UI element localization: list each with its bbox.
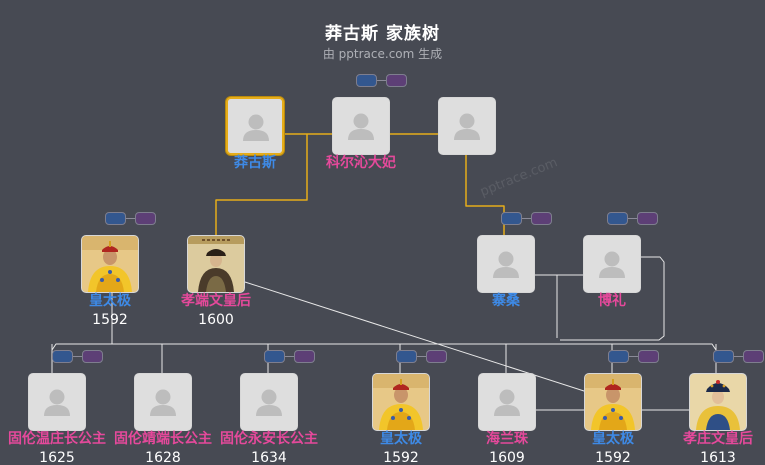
relation-line [244,281,613,401]
expand-spouse-button[interactable] [135,212,156,225]
person-name[interactable]: 海兰珠 [486,431,528,447]
expand-spouse-button[interactable] [82,350,103,363]
birth-year: 1634 [251,450,287,465]
birth-year: 1625 [39,450,75,465]
portrait-photo [373,374,429,430]
relation-line [560,256,665,341]
person-card[interactable] [28,373,86,431]
relation-line [51,343,112,351]
person-name[interactable]: 固伦靖端长公主 [114,431,212,447]
person-card[interactable] [134,373,192,431]
expand-parents-button[interactable] [396,350,417,363]
avatar-placeholder-icon [333,98,389,154]
person-card[interactable] [226,97,284,155]
birth-year: 1592 [92,312,128,328]
portrait-photo [585,374,641,430]
person-name[interactable]: 皇太极 [89,293,131,309]
avatar-placeholder-icon [228,99,282,153]
expand-spouse-button[interactable] [294,350,315,363]
person-name[interactable]: 固伦温庄长公主 [8,431,106,447]
person-card[interactable] [477,235,535,293]
person-card[interactable] [584,373,642,431]
expand-spouse-button[interactable] [426,350,447,363]
expand-parents-button[interactable] [713,350,734,363]
expand-parents-button[interactable] [105,212,126,225]
lineage-line [215,134,308,235]
person-card[interactable] [240,373,298,431]
expand-parents-button[interactable] [52,350,73,363]
birth-year: 1592 [383,450,419,465]
person-card[interactable] [81,235,139,293]
birth-year: 1609 [489,450,525,465]
expand-spouse-button[interactable] [743,350,764,363]
birth-year: 1600 [198,312,234,328]
expand-parents-button[interactable] [264,350,285,363]
avatar-placeholder-icon [439,98,495,154]
sibling-bar [111,293,717,351]
expand-spouse-button[interactable] [386,74,407,87]
person-card[interactable] [372,373,430,431]
person-card[interactable] [187,235,245,293]
expand-spouse-button[interactable] [637,212,658,225]
avatar-placeholder-icon [29,374,85,430]
portrait-photo [188,236,244,292]
person-name[interactable]: 博礼 [598,293,626,309]
person-name[interactable]: 科尔沁大妃 [326,155,396,171]
expand-parents-button[interactable] [501,212,522,225]
avatar-placeholder-icon [241,374,297,430]
birth-year: 1592 [595,450,631,465]
person-card[interactable] [689,373,747,431]
person-name[interactable]: 皇太极 [592,431,634,447]
person-name[interactable]: 固伦永安长公主 [220,431,318,447]
expand-spouse-button[interactable] [531,212,552,225]
avatar-placeholder-icon [479,374,535,430]
person-name[interactable]: 寨桑 [492,293,520,309]
person-card[interactable] [583,235,641,293]
expand-spouse-button[interactable] [638,350,659,363]
person-name[interactable]: 皇太极 [380,431,422,447]
person-name[interactable]: 莽古斯 [234,155,276,171]
portrait-photo [690,374,746,430]
avatar-placeholder-icon [135,374,191,430]
avatar-placeholder-icon [584,236,640,292]
portrait-photo [82,236,138,292]
person-card[interactable] [332,97,390,155]
expand-parents-button[interactable] [356,74,377,87]
expand-parents-button[interactable] [607,212,628,225]
person-name[interactable]: 孝庄文皇后 [683,431,753,447]
avatar-placeholder-icon [478,236,534,292]
page-subtitle: 由 pptrace.com 生成 [322,47,443,61]
birth-year: 1628 [145,450,181,465]
person-card[interactable] [438,97,496,155]
birth-year: 1613 [700,450,736,465]
expand-parents-button[interactable] [608,350,629,363]
page-title: 莽古斯 家族树 [325,24,440,44]
person-card[interactable] [478,373,536,431]
person-name[interactable]: 孝端文皇后 [181,293,251,309]
